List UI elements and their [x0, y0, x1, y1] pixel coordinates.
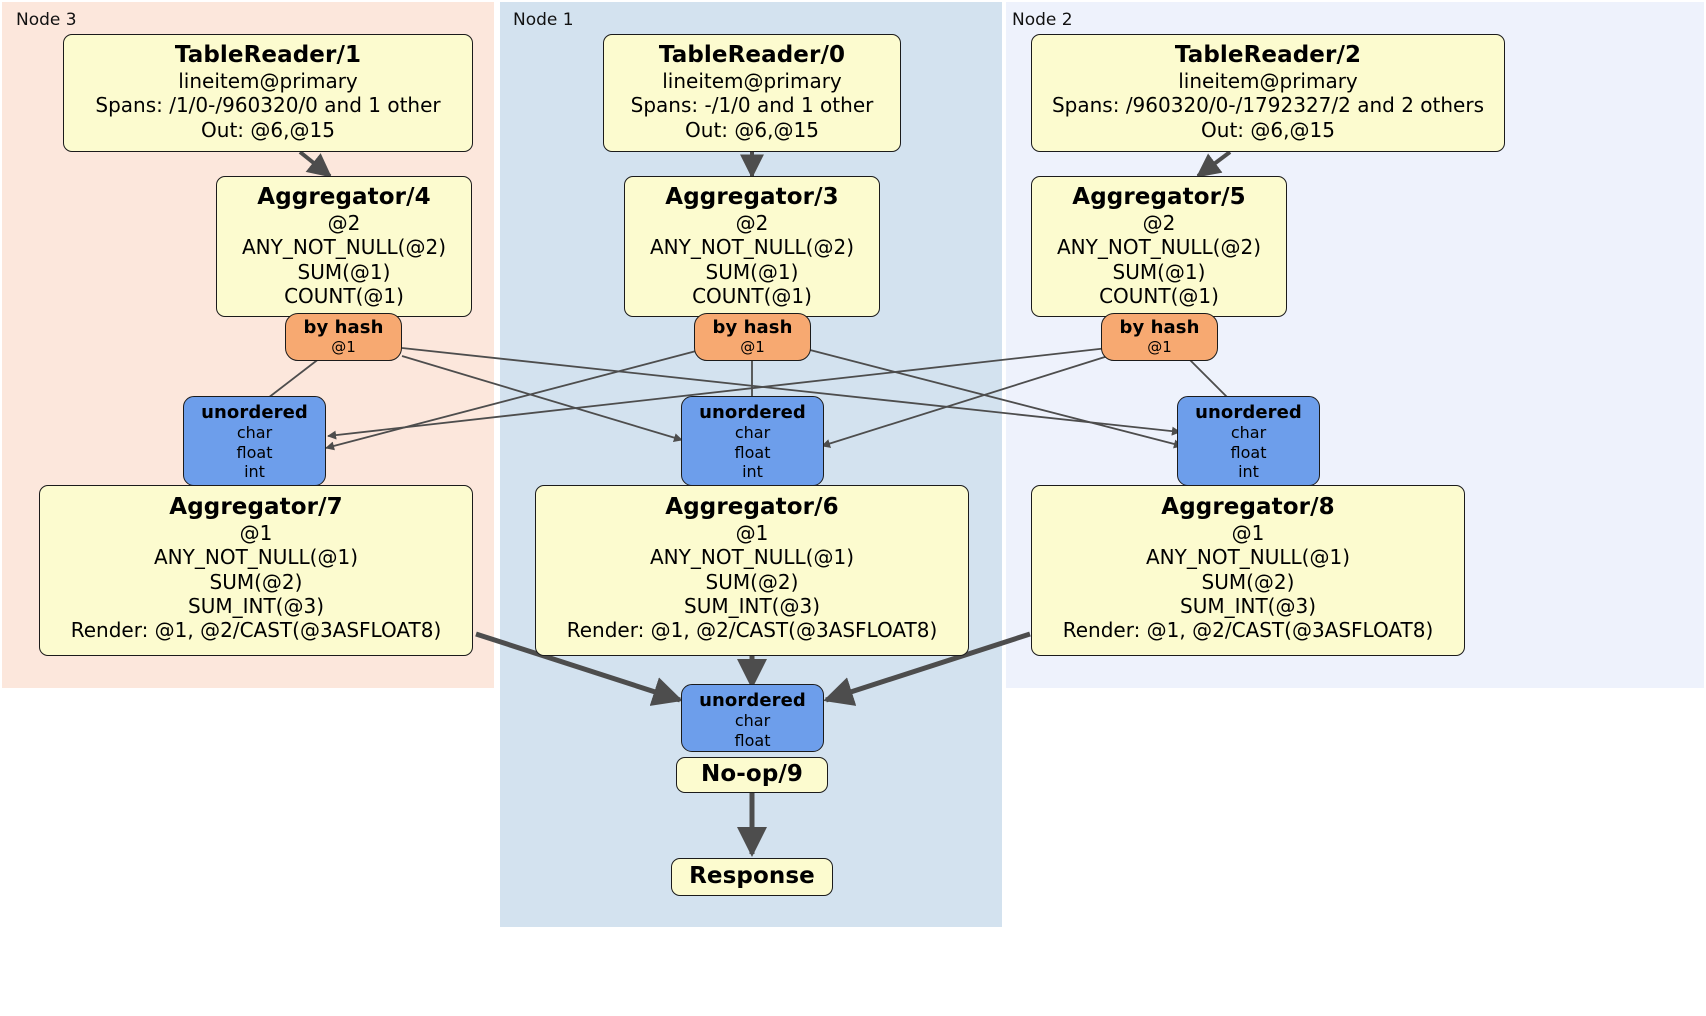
output-response[interactable]: Response: [671, 858, 833, 896]
box-title: Aggregator/8: [1161, 494, 1335, 520]
box-title: Aggregator/4: [257, 184, 431, 210]
synchronizer-unordered-node2[interactable]: unordered char float int: [1177, 396, 1320, 486]
box-line: @2: [327, 210, 361, 235]
box-title: unordered: [201, 402, 308, 423]
box-line: SUM(@2): [705, 569, 799, 594]
box-line: SUM(@2): [1201, 569, 1295, 594]
box-line: COUNT(@1): [1099, 283, 1219, 308]
box-line: SUM_INT(@3): [684, 593, 820, 618]
box-line: int: [742, 462, 763, 482]
box-line: Spans: -/1/0 and 1 other: [630, 93, 874, 118]
processor-tablereader-1[interactable]: TableReader/1 lineitem@primary Spans: /1…: [63, 34, 473, 152]
box-title: unordered: [1195, 402, 1302, 423]
box-line: Out: @6,@15: [1201, 117, 1335, 142]
box-line: @2: [735, 210, 769, 235]
box-title: Aggregator/5: [1072, 184, 1246, 210]
box-title: Aggregator/3: [665, 184, 839, 210]
synchronizer-unordered-node1[interactable]: unordered char float int: [681, 396, 824, 486]
box-title: unordered: [699, 690, 806, 711]
box-line: Render: @1, @2/CAST(@3ASFLOAT8): [566, 618, 938, 643]
box-line: Out: @6,@15: [685, 117, 819, 142]
box-title: by hash: [1119, 317, 1200, 338]
box-line: int: [244, 462, 265, 482]
box-line: lineitem@primary: [1178, 68, 1358, 93]
box-line: COUNT(@1): [284, 283, 404, 308]
box-line: ANY_NOT_NULL(@2): [1057, 235, 1261, 260]
box-line: char: [734, 711, 771, 731]
box-line: ANY_NOT_NULL(@1): [154, 545, 358, 570]
box-line: float: [734, 442, 771, 462]
box-line: @1: [239, 520, 273, 545]
box-title: by hash: [712, 317, 793, 338]
box-line: char: [236, 423, 273, 443]
box-line: @1: [1147, 338, 1172, 357]
node-panel-label-node1: Node 1: [513, 10, 574, 30]
router-by-hash-node2[interactable]: by hash @1: [1101, 313, 1218, 361]
box-line: @2: [1142, 210, 1176, 235]
box-line: char: [1230, 423, 1267, 443]
box-line: SUM(@1): [1112, 259, 1206, 284]
box-line: lineitem@primary: [178, 68, 358, 93]
box-line: float: [236, 442, 273, 462]
synchronizer-unordered-final[interactable]: unordered char float: [681, 684, 824, 752]
processor-aggregator-5[interactable]: Aggregator/5 @2 ANY_NOT_NULL(@2) SUM(@1)…: [1031, 176, 1287, 317]
box-line: @1: [1231, 520, 1265, 545]
box-line: @1: [735, 520, 769, 545]
processor-tablereader-2[interactable]: TableReader/2 lineitem@primary Spans: /9…: [1031, 34, 1505, 152]
box-title: TableReader/1: [174, 42, 362, 68]
box-line: SUM(@1): [297, 259, 391, 284]
box-line: @1: [331, 338, 356, 357]
box-line: Out: @6,@15: [201, 117, 335, 142]
box-title: unordered: [699, 402, 806, 423]
processor-aggregator-6[interactable]: Aggregator/6 @1 ANY_NOT_NULL(@1) SUM(@2)…: [535, 485, 969, 656]
box-line: float: [1230, 442, 1267, 462]
box-title: TableReader/2: [1174, 42, 1362, 68]
box-line: ANY_NOT_NULL(@1): [650, 545, 854, 570]
box-line: float: [734, 730, 771, 750]
processor-aggregator-3[interactable]: Aggregator/3 @2 ANY_NOT_NULL(@2) SUM(@1)…: [624, 176, 880, 317]
box-line: int: [1238, 462, 1259, 482]
box-line: SUM(@1): [705, 259, 799, 284]
box-line: ANY_NOT_NULL(@1): [1146, 545, 1350, 570]
node-panel-label-node2: Node 2: [1012, 10, 1073, 30]
processor-aggregator-7[interactable]: Aggregator/7 @1 ANY_NOT_NULL(@1) SUM(@2)…: [39, 485, 473, 656]
node-panel-label-node3: Node 3: [16, 10, 77, 30]
box-line: Spans: /1/0-/960320/0 and 1 other: [95, 93, 441, 118]
box-title: Aggregator/6: [665, 494, 839, 520]
box-line: Render: @1, @2/CAST(@3ASFLOAT8): [70, 618, 442, 643]
box-line: lineitem@primary: [662, 68, 842, 93]
router-by-hash-node3[interactable]: by hash @1: [285, 313, 402, 361]
box-title: No-op/9: [701, 761, 803, 788]
box-title: Aggregator/7: [169, 494, 343, 520]
processor-aggregator-8[interactable]: Aggregator/8 @1 ANY_NOT_NULL(@1) SUM(@2)…: [1031, 485, 1465, 656]
box-title: by hash: [303, 317, 384, 338]
box-line: @1: [740, 338, 765, 357]
box-line: char: [734, 423, 771, 443]
processor-aggregator-4[interactable]: Aggregator/4 @2 ANY_NOT_NULL(@2) SUM(@1)…: [216, 176, 472, 317]
box-line: COUNT(@1): [692, 283, 812, 308]
processor-tablereader-0[interactable]: TableReader/0 lineitem@primary Spans: -/…: [603, 34, 901, 152]
router-by-hash-node1[interactable]: by hash @1: [694, 313, 811, 361]
processor-no-op-9[interactable]: No-op/9: [676, 757, 828, 793]
box-line: SUM(@2): [209, 569, 303, 594]
box-line: ANY_NOT_NULL(@2): [650, 235, 854, 260]
box-line: SUM_INT(@3): [188, 593, 324, 618]
box-line: Spans: /960320/0-/1792327/2 and 2 others: [1051, 93, 1484, 118]
synchronizer-unordered-node3[interactable]: unordered char float int: [183, 396, 326, 486]
box-line: Render: @1, @2/CAST(@3ASFLOAT8): [1062, 618, 1434, 643]
box-title: Response: [689, 863, 815, 890]
box-title: TableReader/0: [658, 42, 846, 68]
box-line: ANY_NOT_NULL(@2): [242, 235, 446, 260]
box-line: SUM_INT(@3): [1180, 593, 1316, 618]
